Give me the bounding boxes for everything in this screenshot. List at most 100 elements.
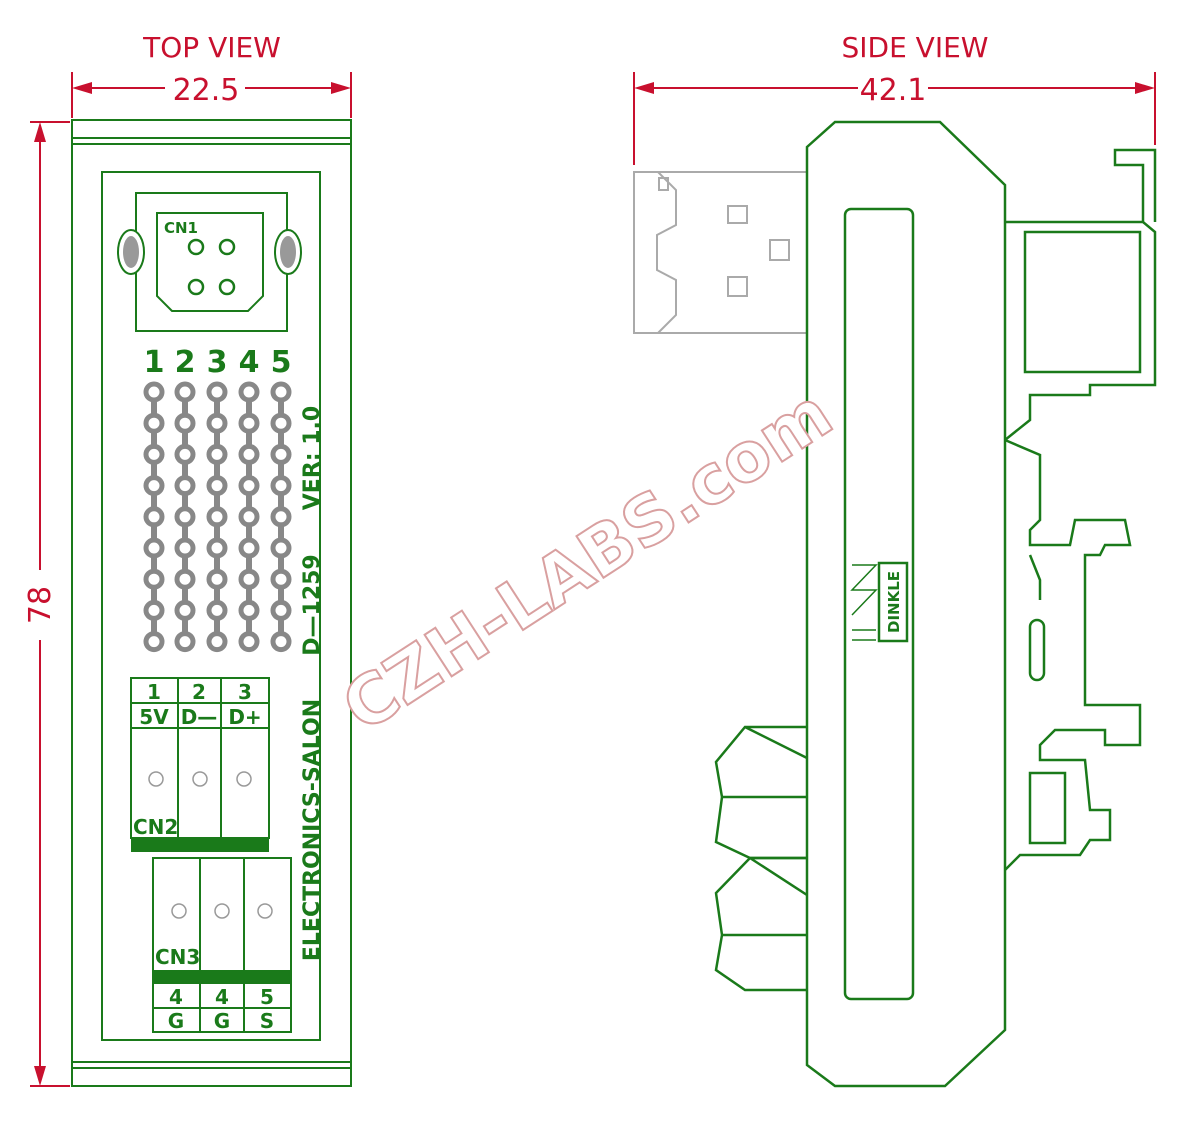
side-width-value: 42.1 — [860, 73, 927, 108]
through-hole — [174, 599, 196, 621]
through-hole — [143, 443, 165, 465]
through-hole — [174, 443, 196, 465]
through-hole — [206, 599, 228, 621]
through-hole — [143, 412, 165, 434]
cn1-pin — [218, 278, 236, 296]
through-hole — [270, 443, 292, 465]
cn2-pin-number: 3 — [238, 680, 252, 704]
through-hole — [238, 506, 260, 528]
din-rail-clip — [1004, 148, 1157, 871]
terminal-screw — [236, 771, 252, 787]
through-hole — [206, 537, 228, 559]
through-hole — [270, 381, 292, 403]
through-hole — [174, 475, 196, 497]
version-text: VER: 1.0 — [300, 406, 325, 510]
column-numbers: 1 2 3 4 5 — [144, 345, 292, 380]
cn1-connector: CN1 — [117, 192, 302, 332]
through-hole — [143, 599, 165, 621]
top-height-value: 78 — [23, 586, 58, 624]
dinkle-logo-box — [877, 561, 909, 643]
through-hole — [143, 475, 165, 497]
through-hole — [238, 443, 260, 465]
usb-plug — [633, 171, 808, 334]
through-hole — [206, 631, 228, 653]
through-hole — [206, 506, 228, 528]
through-hole — [206, 412, 228, 434]
side-housing — [714, 120, 1007, 1088]
top-board-outline — [71, 119, 352, 1087]
through-hole — [238, 412, 260, 434]
through-hole — [143, 506, 165, 528]
through-hole — [174, 381, 196, 403]
cn3-pin-name: S — [260, 1009, 274, 1033]
top-width-dimension — [71, 72, 352, 118]
cn3-pin-number: 4 — [215, 985, 229, 1009]
through-hole — [270, 599, 292, 621]
through-hole — [174, 631, 196, 653]
through-hole — [238, 568, 260, 590]
cn2-label: CN2 — [133, 815, 178, 839]
through-hole — [174, 568, 196, 590]
column-number: 2 — [175, 345, 196, 380]
cn2-terminal-block: 1 2 3 5V D— D+ CN2 — [130, 677, 270, 852]
through-hole — [270, 506, 292, 528]
cn1-label: CN1 — [164, 219, 198, 237]
cn1-pin — [187, 278, 205, 296]
through-hole — [238, 475, 260, 497]
through-hole — [270, 537, 292, 559]
through-hole — [174, 506, 196, 528]
through-hole — [206, 381, 228, 403]
top-view: TOP VIEW 22.5 78 — [23, 31, 352, 1087]
terminal-screw — [192, 771, 208, 787]
terminal-screw — [171, 903, 187, 919]
through-hole-grid — [143, 381, 292, 653]
through-hole — [174, 537, 196, 559]
column-number: 4 — [239, 345, 260, 380]
through-hole — [206, 568, 228, 590]
top-height-dimension — [30, 121, 70, 1087]
terminal-screw — [214, 903, 230, 919]
through-hole — [270, 412, 292, 434]
through-hole — [206, 475, 228, 497]
top-view-title: TOP VIEW — [142, 31, 281, 64]
through-hole — [270, 568, 292, 590]
cn2-pin-name: D+ — [228, 705, 261, 729]
side-view-title: SIDE VIEW — [842, 31, 989, 64]
column-number: 1 — [144, 345, 165, 380]
side-width-dimension — [633, 72, 1156, 165]
part-number-text: D—1259 — [300, 554, 325, 656]
through-hole — [143, 568, 165, 590]
top-width-value: 22.5 — [173, 73, 240, 108]
through-hole — [143, 631, 165, 653]
dinkle-label: DINKLE — [885, 571, 903, 633]
cn1-pin — [187, 238, 205, 256]
through-hole — [270, 475, 292, 497]
through-hole — [238, 599, 260, 621]
cn3-pin-name: G — [214, 1009, 230, 1033]
through-hole — [238, 381, 260, 403]
watermark: CZH-LABS.com — [329, 374, 846, 748]
terminal-screw — [257, 903, 273, 919]
cn1-pin — [218, 238, 236, 256]
side-view: SIDE VIEW 42.1 — [633, 31, 1157, 1088]
cn2-pin-name: 5V — [139, 705, 169, 729]
cn3-terminal-block: CN3 4 4 5 G G S — [152, 857, 292, 1033]
terminal-screw — [148, 771, 164, 787]
through-hole — [238, 537, 260, 559]
through-hole — [143, 381, 165, 403]
column-number: 5 — [271, 345, 292, 380]
cn3-label: CN3 — [155, 945, 200, 969]
cn3-pin-name: G — [168, 1009, 184, 1033]
cn3-pin-number: 5 — [260, 985, 274, 1009]
brand-text: ELECTRONICS-SALON — [300, 699, 325, 961]
through-hole — [143, 537, 165, 559]
cn2-pin-number: 1 — [147, 680, 161, 704]
through-hole — [206, 443, 228, 465]
cn3-pin-number: 4 — [169, 985, 183, 1009]
cn2-pin-name: D— — [181, 705, 218, 729]
cn2-pin-number: 2 — [192, 680, 206, 704]
through-hole — [238, 631, 260, 653]
column-number: 3 — [207, 345, 228, 380]
through-hole — [174, 412, 196, 434]
